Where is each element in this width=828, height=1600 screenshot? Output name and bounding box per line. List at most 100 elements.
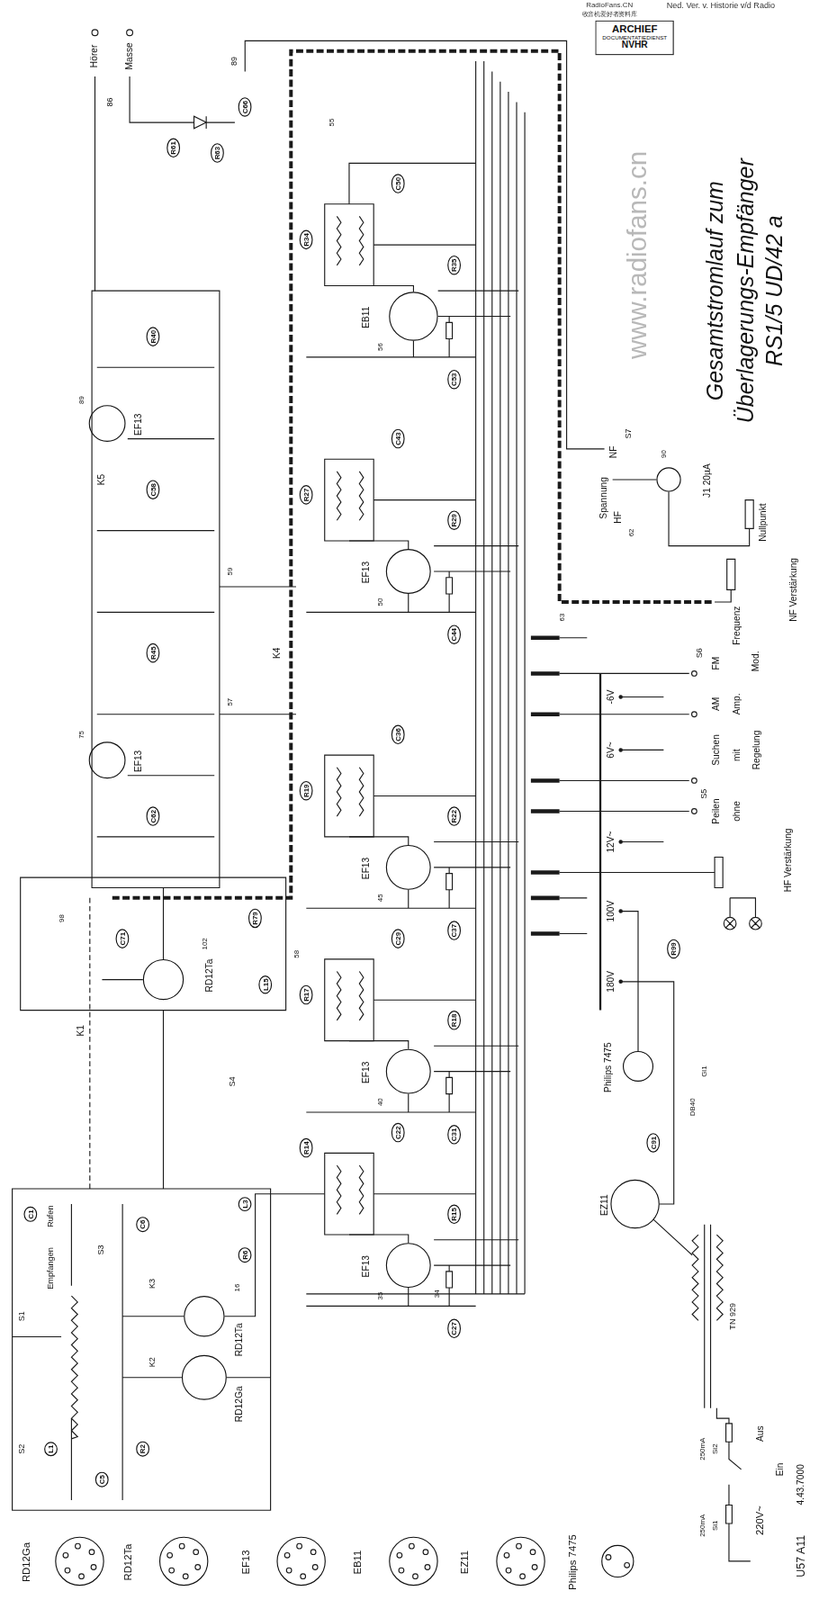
tube-type-label: EB11 [352, 1550, 364, 1575]
schematic-label: 100V [606, 900, 617, 923]
schematic-label: Rufen [46, 1206, 56, 1228]
schematic-label: Regelung [752, 730, 763, 771]
base-pin [179, 1543, 185, 1549]
tube-type-label: EF13 [361, 1255, 372, 1278]
tube-symbol: RD12Ga [54, 1537, 104, 1586]
base-pin [423, 1549, 429, 1556]
schematic-label: Nullpunkt [758, 503, 769, 542]
schematic-label: Aus [756, 1425, 766, 1442]
switch-contact [692, 711, 698, 718]
schematic-label: 220V~ [755, 1505, 766, 1536]
schematic-label: 6V~ [606, 741, 617, 758]
base-pin [531, 1565, 538, 1571]
schematic-label: Si1 [711, 1520, 719, 1530]
schematic-label: DB40 [688, 1098, 696, 1116]
archive-stamp: ARCHIEFDOCUMENTATIEDIENSTNVHR [594, 20, 675, 55]
tube-symbol: EF13 [386, 1242, 432, 1288]
tube-symbol: EF13 [276, 1537, 325, 1586]
schematic-label: S6 [695, 648, 705, 658]
tube-symbol: EF13 [386, 845, 432, 891]
tube-type-label: RD12Ga [21, 1542, 33, 1583]
schematic-label: 89 [78, 396, 86, 405]
base-pin [624, 1563, 630, 1569]
tube-symbol: Philips 7475 [622, 1051, 654, 1082]
header-note: 收音机爱好者资料库 [582, 10, 638, 18]
wiring [12, 29, 763, 1562]
schematic-label: S2 [18, 1444, 27, 1455]
switch-contact [692, 778, 698, 784]
base-pin [530, 1549, 536, 1556]
schematic-label: Amp. [732, 693, 743, 715]
schematic-label: S3 [98, 1245, 108, 1256]
tube-symbol: EF13 [386, 1049, 432, 1095]
tube-symbol: EF13 [89, 741, 126, 779]
voltage-strip [599, 673, 602, 1010]
schematic-label: 34 [432, 1289, 441, 1298]
tube-type-label: RD12Ta [205, 959, 216, 993]
schematic-label: 57 [225, 698, 234, 707]
tube-symbol: EB11 [388, 291, 438, 341]
schematic-label: 90 [659, 450, 667, 459]
callout-number: C1 [23, 1206, 37, 1223]
base-pin [79, 1574, 85, 1580]
callout-number: R45 [146, 643, 161, 663]
callout-number: C50 [391, 173, 405, 193]
base-pin [90, 1565, 97, 1571]
schematic-label: 102 [200, 937, 208, 950]
schematic-label: Empfangen [46, 1247, 56, 1289]
tube-type-label: EF13 [361, 1062, 372, 1084]
schematic-label: FM [711, 657, 722, 671]
callout-number: C43 [391, 429, 405, 449]
tube-type-label: Philips 7475 [603, 1042, 614, 1093]
shield-dashed [112, 51, 715, 899]
tube-type-label: EF13 [361, 857, 372, 880]
terminal [126, 29, 134, 36]
watermark: www.radiofans.cn [624, 151, 653, 360]
base-pin [312, 1565, 318, 1571]
base-pin [297, 1543, 303, 1549]
callout-number: C53 [447, 369, 461, 389]
schematic-label: K5 [97, 474, 108, 486]
tube-type-label: EB11 [361, 306, 372, 329]
schematic-label: HF [613, 511, 624, 524]
bus-lines [306, 61, 525, 1295]
schematic-label: ohne [732, 801, 743, 822]
base-pin [300, 1574, 306, 1580]
callout-number: R2 [135, 1441, 150, 1458]
terminal-dot [618, 909, 623, 914]
diagram-title: Gesamtstromlauf zum Überlagerungs-Empfän… [700, 137, 792, 444]
schematic-label: Peilen [711, 798, 722, 824]
tube-symbol: RD12Ga [181, 1355, 227, 1401]
schematic-label: Suchen [711, 734, 722, 766]
tube-symbol: Philips 7475 [601, 1545, 634, 1578]
base-pin [505, 1567, 512, 1574]
base-pin [284, 1553, 290, 1559]
terminal-dot [618, 694, 623, 700]
callout-number: R14 [299, 1138, 314, 1158]
schematic-label: -6V [606, 690, 617, 705]
schematic-label: Hörer [90, 45, 100, 69]
callout-number: C66 [238, 97, 252, 117]
tube-symbol: J1 20µA [656, 467, 681, 492]
schematic-label: Si2 [711, 1443, 719, 1454]
base-pin [286, 1567, 292, 1574]
base-pin [182, 1574, 189, 1580]
schematic-label: U57 A11 [795, 1535, 808, 1578]
tube-type-label: EZ11 [600, 1194, 611, 1216]
base-pin [424, 1565, 431, 1571]
callout-number: R79 [248, 909, 262, 928]
control-wires [559, 479, 755, 935]
power-supply [621, 696, 751, 1561]
callout-number: R18 [447, 1010, 461, 1030]
callout-number: L1 [44, 1441, 58, 1457]
callout-number: C5 [95, 1472, 109, 1488]
tube-symbol: EF13 [89, 405, 126, 442]
tube-type-label: RD12Ta [234, 1323, 245, 1357]
callout-number: C71 [116, 929, 130, 949]
schematic-label: Masse [125, 42, 135, 70]
schematic-label: mit [732, 748, 743, 762]
callout-number: C22 [391, 1123, 405, 1143]
callout-number: R15 [447, 1205, 461, 1224]
shield-k1 [89, 898, 90, 1189]
schematic-label: HF Verstärkung [784, 828, 795, 892]
